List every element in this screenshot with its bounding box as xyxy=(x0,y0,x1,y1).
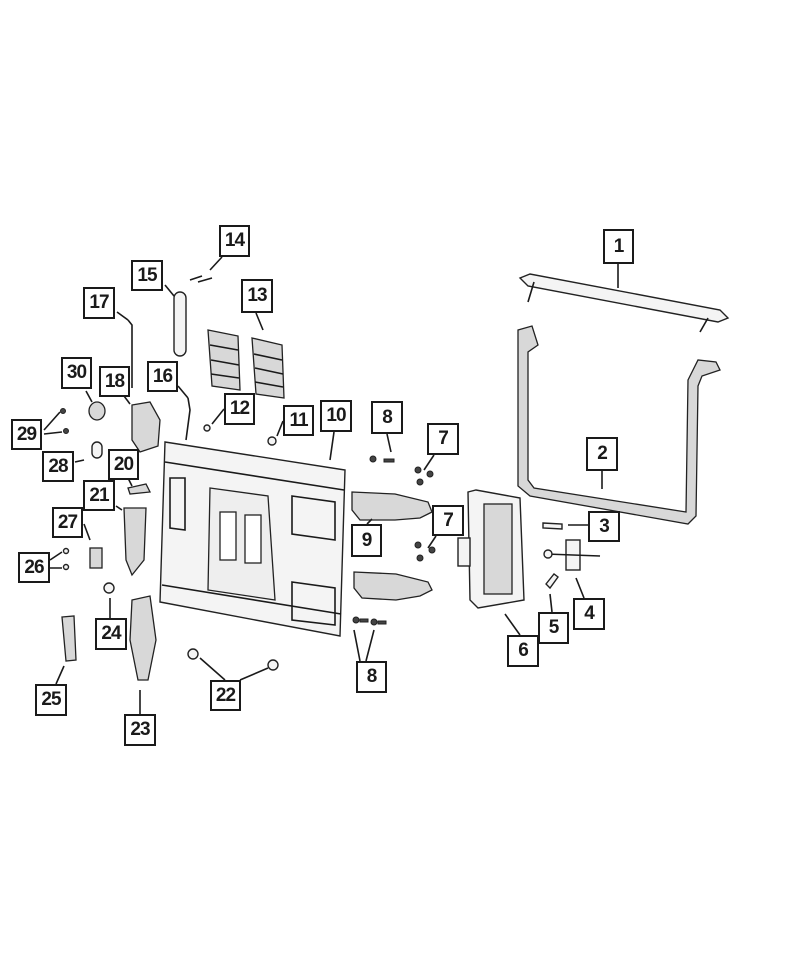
callout-2[interactable]: 2 xyxy=(586,437,618,471)
part-10-gate-panel xyxy=(159,441,346,637)
part-23-handle xyxy=(129,595,157,681)
fasteners xyxy=(352,455,436,626)
callout-3[interactable]: 3 xyxy=(588,511,620,542)
part-16-rod xyxy=(185,397,191,441)
callout-30[interactable]: 30 xyxy=(61,357,92,389)
part-5-pin xyxy=(545,573,559,590)
callout-9[interactable]: 9 xyxy=(351,524,382,557)
part-6-latch-housing xyxy=(457,489,525,609)
callout-6[interactable]: 6 xyxy=(507,635,539,667)
callout-16[interactable]: 16 xyxy=(147,361,178,392)
callout-7-lower[interactable]: 7 xyxy=(432,505,464,536)
part-14-clips xyxy=(189,275,213,283)
callout-5[interactable]: 5 xyxy=(538,612,569,644)
callout-11[interactable]: 11 xyxy=(283,405,314,436)
callout-24[interactable]: 24 xyxy=(95,618,127,650)
part-17-rod xyxy=(127,319,133,388)
part-18-latch xyxy=(131,401,161,453)
part-2-weatherstrip-seal xyxy=(517,325,721,525)
callout-18[interactable]: 18 xyxy=(99,366,130,397)
callout-20[interactable]: 20 xyxy=(108,449,139,480)
callout-28[interactable]: 28 xyxy=(42,451,74,482)
callout-23[interactable]: 23 xyxy=(124,714,156,746)
part-24-nut xyxy=(103,582,115,594)
part-25-bezel xyxy=(61,615,77,662)
part-15-seal-loop xyxy=(173,291,187,357)
small-parts-left xyxy=(60,401,106,571)
part-21-handle-bracket xyxy=(123,507,147,577)
callout-8-lower[interactable]: 8 xyxy=(356,661,387,693)
callout-12[interactable]: 12 xyxy=(224,393,255,425)
callout-7-upper[interactable]: 7 xyxy=(427,423,459,455)
callout-27[interactable]: 27 xyxy=(52,507,83,538)
callout-25[interactable]: 25 xyxy=(35,684,67,716)
callout-4[interactable]: 4 xyxy=(573,598,605,630)
callout-17[interactable]: 17 xyxy=(83,287,115,319)
part-4-striker xyxy=(543,539,601,571)
part-1-upper-seal xyxy=(518,273,730,333)
small-nuts xyxy=(187,424,279,671)
callout-1[interactable]: 1 xyxy=(603,229,634,264)
part-13-vents xyxy=(207,329,285,399)
callout-8-upper[interactable]: 8 xyxy=(371,401,403,434)
part-9-hinge-upper xyxy=(351,491,433,521)
callout-29[interactable]: 29 xyxy=(11,419,42,450)
callout-26[interactable]: 26 xyxy=(18,552,50,583)
callout-13[interactable]: 13 xyxy=(241,279,273,313)
callout-21[interactable]: 21 xyxy=(83,480,115,511)
part-20-bracket xyxy=(127,483,152,495)
callout-22[interactable]: 22 xyxy=(210,680,241,711)
callout-10[interactable]: 10 xyxy=(320,400,352,432)
leader-lines xyxy=(43,256,619,714)
callout-15[interactable]: 15 xyxy=(131,260,163,291)
part-3-bolt xyxy=(542,522,563,530)
part-9-hinge-lower xyxy=(353,571,433,601)
callout-14[interactable]: 14 xyxy=(219,225,250,257)
